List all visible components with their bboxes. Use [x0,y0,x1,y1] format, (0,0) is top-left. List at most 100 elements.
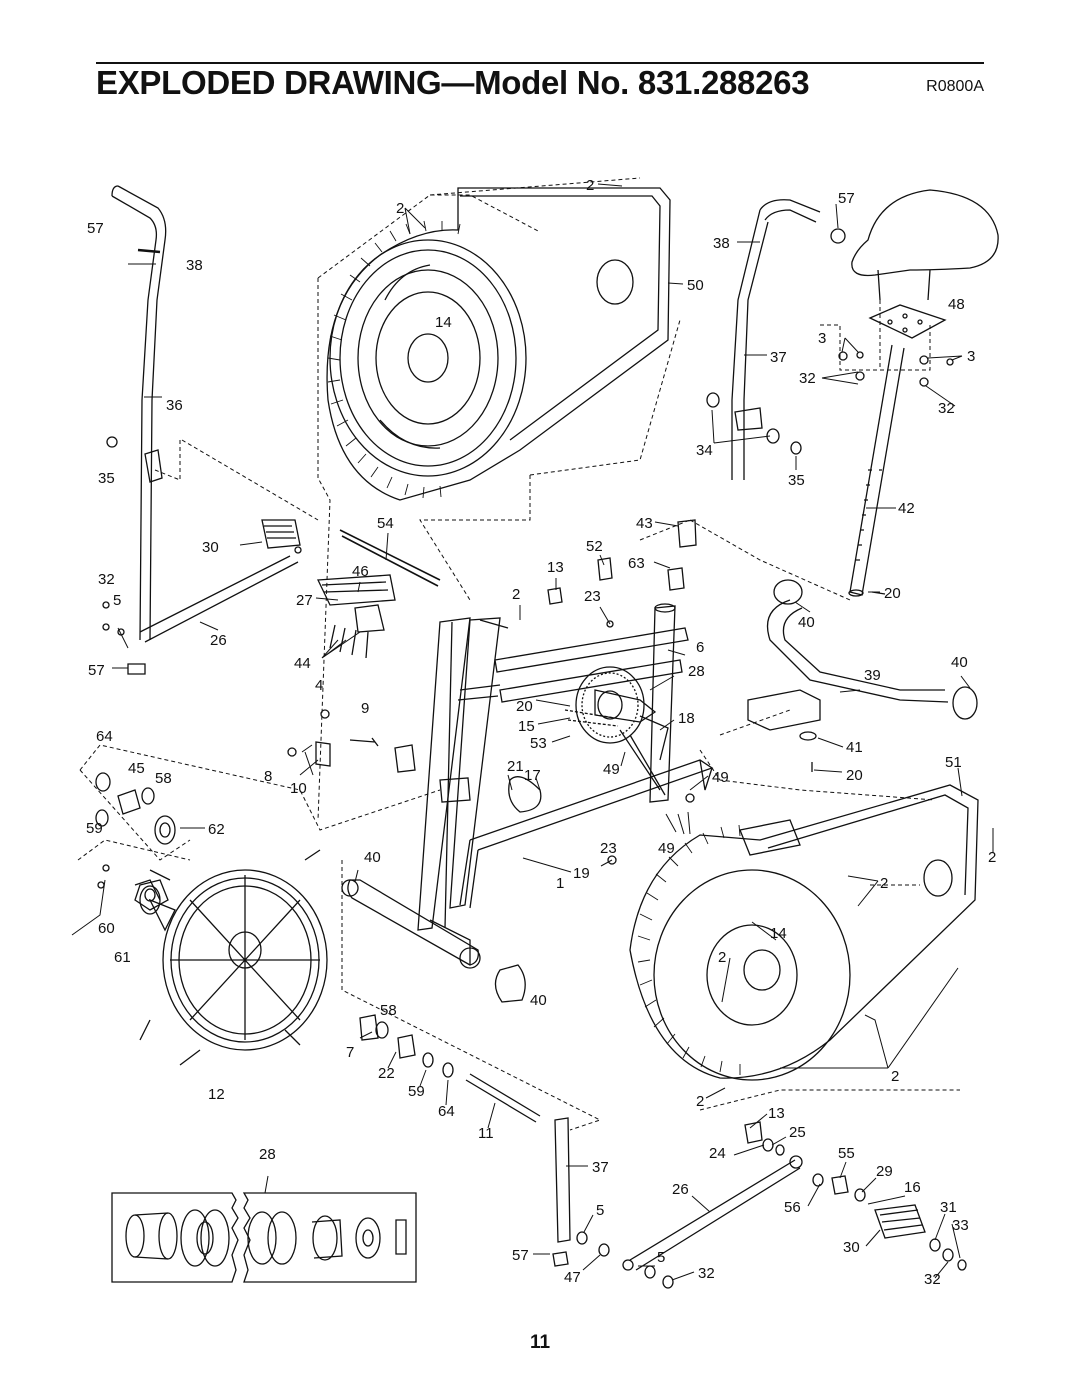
callout-48: 48 [948,296,965,313]
callout-23: 23 [600,840,617,857]
callout-3: 3 [967,348,975,365]
callout-16: 16 [904,1179,921,1196]
callout-2: 2 [880,875,888,892]
left-pedal-assembly [102,519,302,675]
assembly-guide-lines [77,177,960,1131]
callout-30: 30 [202,539,219,556]
callout-5: 5 [657,1249,665,1266]
callout-32: 32 [924,1271,941,1288]
callout-51: 51 [945,754,962,771]
callout-2: 2 [696,1093,704,1110]
callout-36: 36 [166,397,183,414]
callout-9: 9 [361,700,369,717]
callout-27: 27 [296,592,313,609]
callout-35: 35 [788,472,805,489]
callout-56: 56 [784,1199,801,1216]
callout-57: 57 [88,662,105,679]
callout-49: 49 [603,761,620,778]
callout-10: 10 [290,780,307,797]
callout-40: 40 [798,614,815,631]
callout-37: 37 [770,349,787,366]
callout-29: 29 [876,1163,893,1180]
callout-2: 2 [988,849,996,866]
callout-24: 24 [709,1145,726,1162]
callout-21: 21 [507,758,524,775]
callout-40: 40 [951,654,968,671]
callout-55: 55 [838,1145,855,1162]
callout-31: 31 [940,1199,957,1216]
callout-20: 20 [884,585,901,602]
callout-19: 19 [573,865,590,882]
callout-7: 7 [346,1044,354,1061]
callout-45: 45 [128,760,145,777]
callout-59: 59 [86,820,103,837]
callout-49: 49 [712,769,729,786]
right-handlebar-post [706,199,846,480]
callout-59: 59 [408,1083,425,1100]
callout-38: 38 [713,235,730,252]
callout-23: 23 [584,588,601,605]
callout-64: 64 [96,728,113,745]
callout-40: 40 [364,849,381,866]
callout-54: 54 [377,515,394,532]
callout-42: 42 [898,500,915,517]
page-number: 11 [529,1332,551,1353]
callout-63: 63 [628,555,645,572]
left-shroud [326,187,671,501]
callout-26: 26 [210,632,227,649]
callout-1: 1 [556,875,564,892]
callout-35: 35 [98,470,115,487]
seat-assembly [838,189,999,597]
left-small-hardware [95,772,176,911]
callout-2: 2 [718,949,726,966]
bushing-inset [111,1192,417,1283]
callout-39: 39 [864,667,881,684]
callout-43: 43 [636,515,653,532]
callout-40: 40 [530,992,547,1009]
callout-46: 46 [352,563,369,580]
callout-52: 52 [586,538,603,555]
page-title: EXPLODED DRAWING—Model No. 831.288263 [96,64,810,101]
callout-53: 53 [530,735,547,752]
callout-5: 5 [113,592,121,609]
callout-15: 15 [518,718,535,735]
callout-4: 4 [315,677,323,694]
callout-20: 20 [846,767,863,784]
callout-41: 41 [846,739,863,756]
callout-50: 50 [687,277,704,294]
callout-32: 32 [799,370,816,387]
callout-58: 58 [380,1002,397,1019]
callout-44: 44 [294,655,311,672]
callout-64: 64 [438,1103,455,1120]
main-frame [341,603,714,969]
callout-11: 11 [478,1125,494,1142]
header-rule [96,62,984,64]
callout-49: 49 [658,840,675,857]
page-header: EXPLODED DRAWING—Model No. 831.288263 R0… [96,62,984,102]
callout-34: 34 [696,442,713,459]
callout-30: 30 [843,1239,860,1256]
callout-2: 2 [512,586,520,603]
callout-33: 33 [952,1217,969,1234]
bottom-center-parts [359,964,610,1267]
callout-28: 28 [259,1146,276,1163]
callout-38: 38 [186,257,203,274]
callout-8: 8 [264,768,272,785]
callout-13: 13 [768,1105,785,1122]
callout-17: 17 [524,767,541,784]
callout-32: 32 [698,1265,715,1282]
crank-sprocket [508,519,697,865]
left-handlebar-post [106,185,167,641]
right-pedal-assembly [622,1121,967,1289]
callout-60: 60 [98,920,115,937]
callout-labels: 57 38 36 35 30 32 5 26 57 64 45 58 59 62… [86,177,996,1288]
callout-58: 58 [155,770,172,787]
callout-26: 26 [672,1181,689,1198]
callout-14: 14 [435,314,452,331]
callout-13: 13 [547,559,564,576]
callout-18: 18 [678,710,695,727]
callout-2: 2 [891,1068,899,1085]
callout-62: 62 [208,821,225,838]
callout-32: 32 [98,571,115,588]
